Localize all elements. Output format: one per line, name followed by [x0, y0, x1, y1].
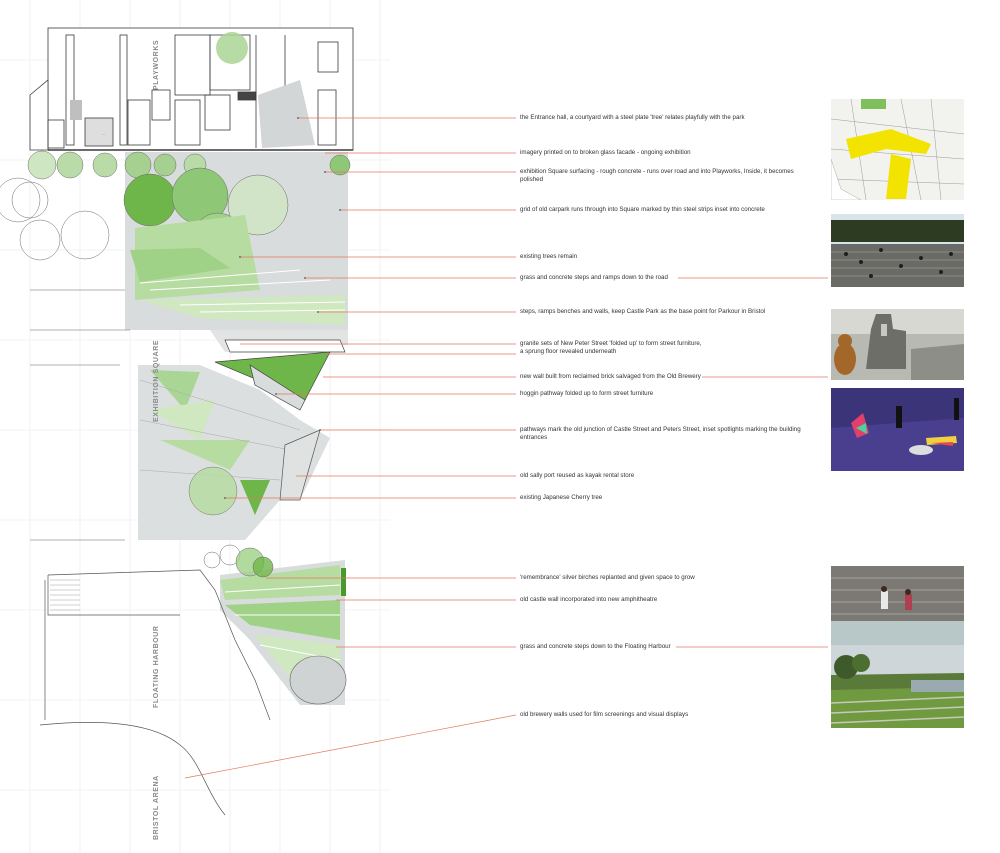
- grass-steps-north: [130, 215, 346, 325]
- photo-crowd-steps: [831, 214, 964, 287]
- sally-port: [279, 429, 321, 501]
- annotation-existing-trees: existing trees remain: [520, 253, 578, 260]
- annotation-silver-birches: 'remembrance' silver birches replanted a…: [520, 574, 695, 581]
- photo-castle-ruin: [831, 309, 964, 380]
- annotation-brewery-walls: old brewery walls used for film screenin…: [520, 711, 689, 718]
- annotation-castle-wall: old castle wall incorporated into new am…: [520, 596, 658, 603]
- annotation-brick-wall: new wall built from reclaimed brick salv…: [520, 373, 701, 380]
- annotation-surfacing: exhibition Square surfacing - rough conc…: [520, 168, 794, 184]
- wedge-greens: [150, 370, 270, 515]
- annotation-hoggin-pathway: hoggin pathway folded up to form street …: [520, 390, 654, 397]
- japanese-cherry-tree: [188, 466, 238, 516]
- annotation-parkour: steps, ramps benches and walls, keep Cas…: [520, 308, 766, 315]
- annotation-carpark-grid: grid of old carpark runs through into Sq…: [520, 206, 765, 213]
- annotation-harbour-steps: grass and concrete steps down to the Flo…: [520, 643, 671, 650]
- photo-grass-steps-water: [831, 645, 964, 728]
- label-exhibition-square: EXHIBITION SQUARE: [153, 339, 160, 422]
- photo-people-on-steps: [831, 566, 964, 645]
- castle-wall: [341, 568, 346, 596]
- birch-trees: [203, 544, 274, 578]
- courtyard-tree: [216, 32, 248, 64]
- label-bristol-arena: BRISTOL ARENA: [153, 775, 160, 840]
- annotation-granite-sets: granite sets of New Peter Street 'folded…: [520, 340, 702, 356]
- annotation-broken-glass: imagery printed on to broken glass facad…: [520, 149, 691, 156]
- annotation-sally-port: old sally port reused as kayak rental st…: [520, 472, 635, 479]
- annotation-grass-steps-road: grass and concrete steps and ramps down …: [520, 274, 668, 281]
- annotation-pathways-junction: pathways mark the old junction of Castle…: [520, 426, 801, 442]
- photo-map-highlight: [831, 99, 964, 200]
- entrance-hall-paving: [258, 80, 315, 148]
- annotation-entrance-hall: the Entrance hall, a courtyard with a st…: [520, 114, 745, 121]
- playworks-building: [29, 27, 354, 151]
- leader-lines: [184, 117, 828, 779]
- folded-street-furniture: [214, 339, 346, 411]
- amphitheatre-stage: [289, 655, 347, 705]
- annotation-cherry-tree: existing Japanese Cherry tree: [520, 494, 603, 501]
- leader-dots: [224, 117, 341, 499]
- photo-colored-lights: [831, 388, 964, 471]
- harbour-steps: [50, 579, 80, 611]
- playworks-room-labels: ...: [102, 132, 105, 136]
- label-floating-harbour: FLOATING HARBOUR: [153, 625, 160, 708]
- harbour-edge: [39, 569, 271, 816]
- label-playworks: PLAYWORKS: [153, 39, 160, 90]
